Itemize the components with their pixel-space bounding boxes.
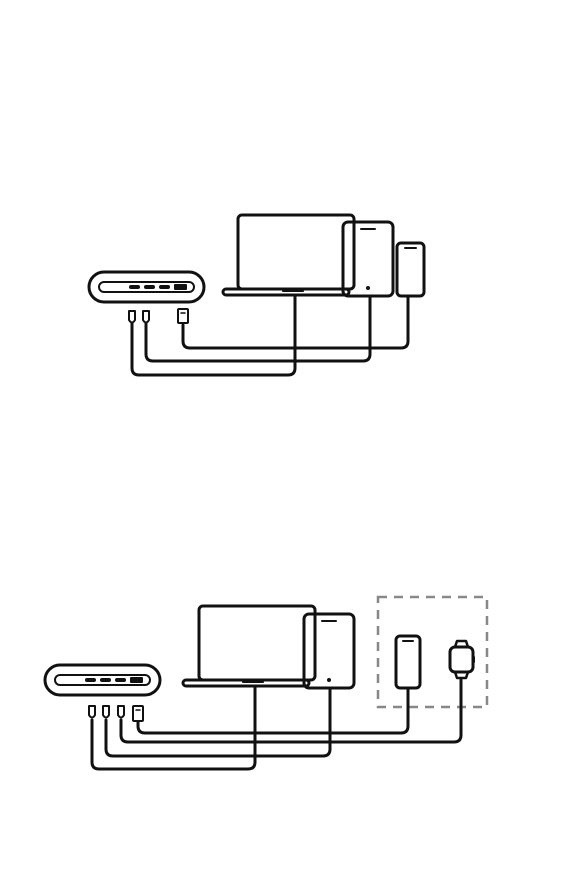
usb-c-port: [85, 678, 96, 682]
power-bank-top: [89, 272, 204, 302]
cables-bottom: [89, 680, 461, 769]
smartwatch-icon: [450, 641, 474, 678]
tablet-home-button: [366, 286, 370, 290]
tablet-top: [343, 222, 393, 296]
top-diagram: [89, 215, 424, 375]
tablet-home-button: [327, 678, 331, 682]
bottom-diagram: [45, 597, 487, 769]
phone-top: [397, 243, 424, 296]
usb-c-port: [100, 678, 111, 682]
power-bank-bottom: [45, 665, 160, 695]
laptop-bottom: [183, 606, 315, 686]
tablet-bottom: [304, 614, 354, 688]
grouped-devices-frame: [378, 597, 487, 707]
usb-c-port: [159, 285, 170, 289]
usb-a-port: [130, 677, 143, 683]
phone-bottom: [396, 636, 420, 688]
usb-c-port: [129, 285, 140, 289]
laptop-top: [223, 215, 354, 295]
usb-c-port: [144, 285, 155, 289]
usb-c-port: [115, 678, 126, 682]
cables-top: [129, 296, 408, 375]
usb-a-port: [174, 284, 187, 290]
